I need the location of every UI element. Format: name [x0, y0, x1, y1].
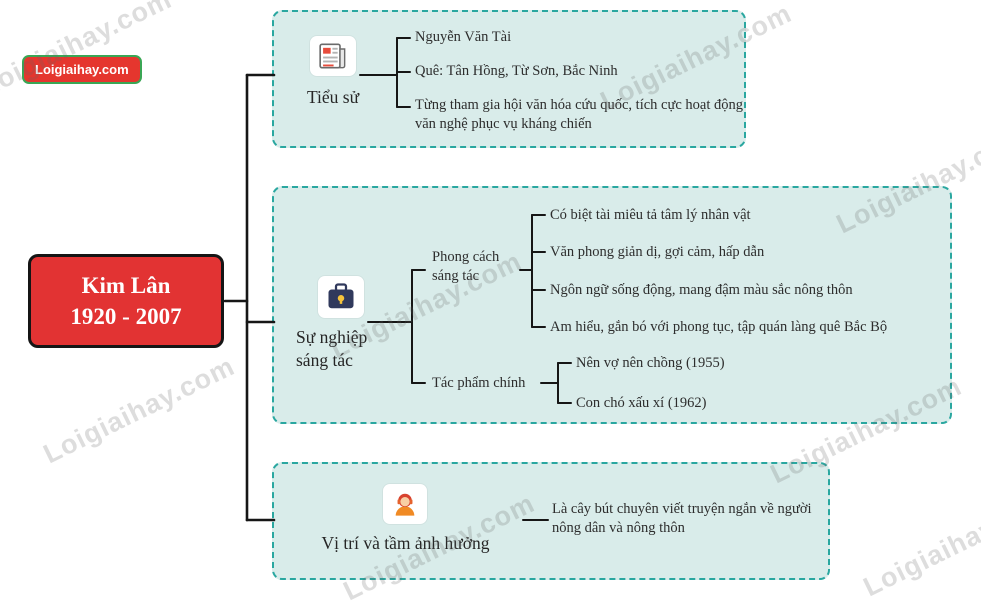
bio-item-name: Nguyễn Văn Tài: [415, 29, 512, 45]
style-item-2: Văn phong giản dị, gợi cảm, hấp dẫn: [550, 244, 765, 260]
newspaper-icon: [310, 36, 356, 76]
root-years: 1920 - 2007: [70, 304, 182, 329]
branch-box-career: [272, 186, 952, 424]
branch-box-bio: [272, 10, 746, 148]
watermark: Loigiaihay.com: [858, 483, 981, 603]
root-title: Kim Lân: [81, 272, 171, 298]
watermark: Loigiaihay.com: [38, 350, 240, 470]
works-item-1: Nên vợ nên chồng (1955): [576, 355, 725, 371]
style-item-3: Ngôn ngữ sống động, mang đậm màu sắc nôn…: [550, 282, 853, 298]
root-node[interactable]: Kim Lân 1920 - 2007: [28, 254, 224, 348]
works-item-2: Con chó xấu xí (1962): [576, 395, 707, 411]
style-item-1: Có biệt tài miêu tả tâm lý nhân vật: [550, 207, 751, 223]
sub-label-works[interactable]: Tác phẩm chính: [432, 375, 526, 391]
person-icon: [383, 484, 427, 524]
site-badge[interactable]: Loigiaihay.com: [22, 55, 142, 84]
watermark: Loigiaihay.com: [0, 0, 177, 103]
branch-box-influence: [272, 462, 830, 580]
style-item-4: Am hiểu, gắn bó với phong tục, tập quán …: [550, 319, 888, 335]
branch-label-bio[interactable]: Tiểu sử: [306, 87, 360, 107]
influence-item-1: Là cây bút chuyên viết truyện ngắn về ng…: [552, 501, 812, 536]
branch-label-career[interactable]: Sự nghiệp sáng tác: [296, 327, 368, 370]
bio-item-activity: Từng tham gia hội văn hóa cứu quốc, tích…: [415, 97, 743, 132]
bio-item-hometown: Quê: Tân Hồng, Từ Sơn, Bắc Ninh: [415, 63, 618, 79]
briefcase-icon: [318, 276, 364, 318]
sub-label-style[interactable]: Phong cách sáng tác: [432, 249, 500, 284]
branch-label-influence[interactable]: Vị trí và tầm ảnh hưởng: [321, 533, 490, 553]
